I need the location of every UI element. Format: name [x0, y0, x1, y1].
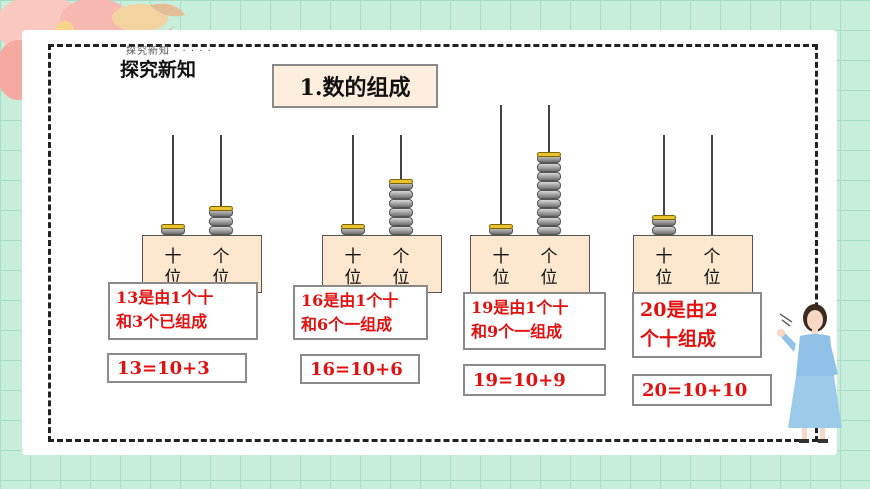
ones-bead: [389, 199, 413, 208]
bead-top: [209, 206, 233, 211]
ones-bead: [389, 226, 413, 235]
place-label: 位: [703, 268, 721, 288]
ones-bead: [209, 217, 233, 226]
bead-top: [161, 224, 185, 229]
tens-bead: [652, 226, 676, 235]
ones-bead: [537, 217, 561, 226]
ones-bead: [537, 172, 561, 181]
desc-20: 20是由2 个十组成: [632, 292, 762, 358]
equation-20: 20=10+10: [632, 374, 772, 406]
abacus-20: 十位个位: [633, 135, 753, 293]
abacus-16: 十位个位: [322, 135, 442, 293]
desc-13: 13是由1个十 和3个已组成: [108, 282, 258, 340]
dashed-frame: [48, 44, 818, 442]
place-label: 位: [655, 268, 673, 288]
tens-rod: [500, 105, 502, 235]
abacus-base: [470, 235, 590, 293]
tens-label: 十: [492, 247, 510, 267]
ones-bead: [389, 217, 413, 226]
ones-bead: [537, 208, 561, 217]
equation-13: 13=10+3: [107, 353, 247, 383]
tens-label: 十: [164, 247, 182, 267]
ones-bead: [389, 190, 413, 199]
ones-bead: [537, 226, 561, 235]
ones-bead: [209, 226, 233, 235]
abacus-base: [633, 235, 753, 293]
tens-rod: [172, 135, 174, 235]
ones-bead: [389, 208, 413, 217]
bead-top: [652, 215, 676, 220]
tens-label: 十: [344, 247, 362, 267]
ones-label: 个: [392, 247, 410, 267]
desc-line: 个十组成: [640, 328, 717, 350]
desc-line: 16是由1个十: [301, 291, 399, 310]
desc-line: 19是由1个十: [471, 298, 569, 317]
desc-line: 和6个一组成: [301, 315, 393, 334]
ones-bead: [537, 163, 561, 172]
desc-19: 19是由1个十 和9个一组成: [463, 292, 606, 350]
tens-rod: [663, 135, 665, 235]
bead-top: [341, 224, 365, 229]
section-title: 探究新知: [120, 59, 197, 81]
ones-rod: [220, 135, 222, 235]
abacus-19: 十位个位: [470, 105, 590, 293]
tens-label: 十: [655, 247, 673, 267]
ones-label: 个: [703, 247, 721, 267]
faint-header-text: 探究新知 · · · · ·: [126, 46, 212, 57]
place-label: 位: [392, 268, 410, 288]
ones-rod: [711, 135, 713, 235]
ones-bead: [537, 181, 561, 190]
desc-line: 和9个一组成: [471, 322, 563, 341]
teacher-illustration: [777, 304, 842, 443]
abacus-base: [322, 235, 442, 293]
bead-top: [389, 179, 413, 184]
ones-bead: [537, 190, 561, 199]
tens-rod: [352, 135, 354, 235]
abacus-13: 十位个位: [142, 135, 262, 293]
ones-label: 个: [540, 247, 558, 267]
topic-title: 1.数的组成: [272, 64, 438, 108]
bead-top: [489, 224, 513, 229]
desc-line: 20是由2: [640, 299, 718, 321]
bead-top: [537, 152, 561, 157]
place-label: 位: [492, 268, 510, 288]
place-label: 位: [344, 268, 362, 288]
equation-19: 19=10+9: [463, 364, 606, 396]
place-label: 位: [540, 268, 558, 288]
desc-line: 13是由1个十: [116, 288, 214, 307]
desc-16: 16是由1个十 和6个一组成: [293, 285, 428, 340]
desc-line: 和3个已组成: [116, 312, 208, 331]
equation-16: 16=10+6: [300, 354, 420, 384]
ones-bead: [537, 199, 561, 208]
ones-label: 个: [212, 247, 230, 267]
